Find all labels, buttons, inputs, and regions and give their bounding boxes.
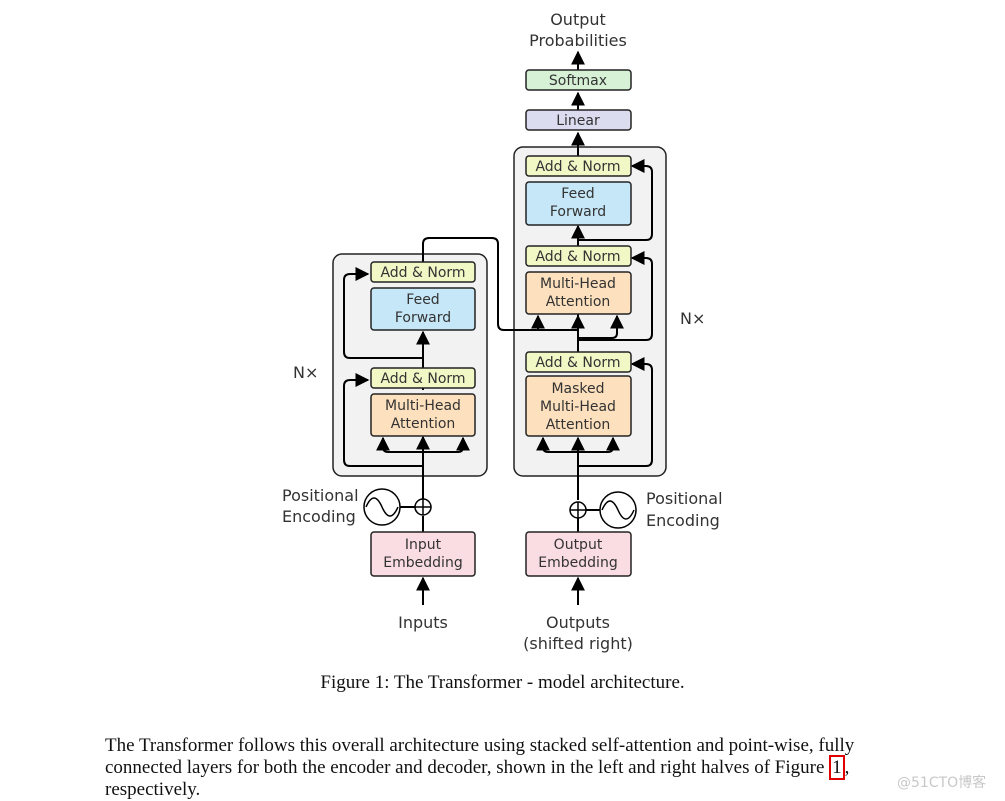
output-embedding-label: Output [554,537,603,553]
inputs-label: Inputs [398,613,448,632]
softmax-box [525,69,632,91]
decoder-feed-forward-label: Feed [561,186,594,202]
input-embedding-label: Embedding [383,555,462,571]
decoder-masked-attention-label: Attention [546,417,611,433]
output-probabilities-label: Probabilities [529,31,627,50]
body-text-2: , [844,757,850,778]
input-embedding-label: Input [405,537,442,553]
encoder-feed-forward-label: Feed [406,292,439,308]
decoder-nx-label: N× [680,309,705,328]
outputs-label: Outputs [546,613,610,632]
decoder-cross-attention-label: Attention [546,294,611,310]
encoder-feed-forward-label: Forward [395,310,451,326]
watermark: @51CTO博客 [897,775,987,791]
decoder-feed-forward-label: Forward [550,204,606,220]
decoder-masked-attention-label: Masked [551,381,604,397]
decoder-feed-forward [525,181,632,226]
encoder-add-norm-2 [370,261,476,283]
input-embedding-box [370,531,476,577]
linear-box [525,109,632,131]
decoder-masked-attention-label: Multi-Head [540,399,616,415]
figure-caption: Figure 1: The Transformer - model archit… [320,672,685,693]
encoder-add-norm-2-label: Add & Norm [380,265,465,281]
body-text-3: respectively. [105,779,201,800]
encoder-positional-label: Encoding [282,507,356,526]
decoder-add-norm-1-label: Add & Norm [535,355,620,371]
decoder-cross-attention-label: Multi-Head [540,276,616,292]
encoder-self-attention [370,393,476,437]
decoder-add-norm-3-label: Add & Norm [535,159,620,175]
encoder-nx-label: N× [293,363,318,382]
output-probabilities-label: Output [550,10,606,29]
encoder-add-norm-1-label: Add & Norm [380,371,465,387]
softmax-label: Softmax [549,73,607,89]
outputs-label: (shifted right) [523,634,633,653]
sine-wave-icon [601,500,635,520]
encoder-self-attention-label: Multi-Head [385,398,461,414]
encoder-feed-forward [370,287,476,331]
decoder-add-norm-2-label: Add & Norm [535,249,620,265]
linear-label: Linear [556,113,600,129]
output-embedding-box [525,531,632,577]
encoder-add-norm-1 [370,367,476,389]
encoder-positional-label: Positional [282,486,359,505]
output-embedding-label: Embedding [538,555,617,571]
decoder-add-norm-1 [525,351,632,373]
body-text-1: The Transformer follows this overall arc… [105,735,855,778]
decoder-masked-attention [525,375,632,437]
decoder-add-norm-3 [525,155,632,177]
decoder-positional-label: Encoding [646,511,720,530]
encoder-self-attention-label: Attention [391,416,456,432]
figure-reference-link[interactable]: 1 [829,755,845,780]
decoder-positional-label: Positional [646,489,723,508]
sine-wave-icon [365,497,399,517]
decoder-add-norm-2 [525,245,632,267]
decoder-cross-attention [525,271,632,315]
body-paragraph: The Transformer follows this overall arc… [105,735,905,801]
